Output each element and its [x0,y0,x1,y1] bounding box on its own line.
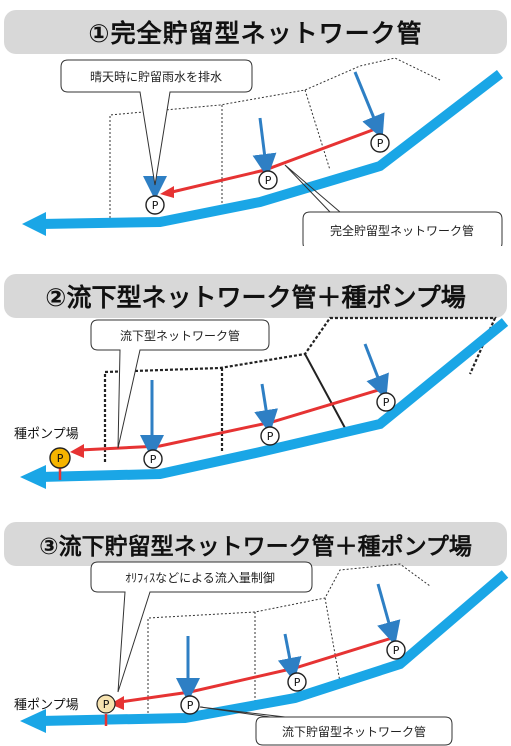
pump-p3: P [386,640,406,660]
callout-leader [284,164,341,213]
callout-bubble [90,319,270,449]
inflow-arrow [376,583,401,646]
pump-marker-label: P [187,699,194,712]
callout-bubble [60,59,253,186]
inflow-arrow [353,71,385,140]
panel-1-title: ①完全貯留型ネットワーク管 [4,10,507,54]
callout-bubble [302,211,503,246]
main-pipe [39,70,504,229]
pump-station: P [96,694,116,714]
network-pipe [79,386,386,452]
pump-station: P [49,447,71,469]
panel-3: ③流下貯留型ネットワーク管＋種ポンプ場 P P [0,512,511,746]
callout-text: 流下型ネットワーク管 [120,328,240,343]
network-pipe-arrowhead [70,444,84,458]
panel-3-diagram: P P P P 種ポンプ場 ｵﾘﾌｨｽなどによる流入量制御 流下貯留型ネットワー… [14,561,509,746]
pump-marker-label: P [383,396,390,409]
pump-marker-label: P [265,174,272,187]
inflow-arrow [252,117,277,178]
pump-marker-label: P [150,453,157,466]
pump-marker-label: P [152,199,159,212]
pump-p3: P [376,392,396,412]
catchment-divider [304,353,346,429]
main-pipe [39,570,509,726]
main-pipe-arrowhead [20,465,46,489]
panel-1-diagram: P P P 晴天時に貯留雨水を排水 完全貯留型ネットワーク管 [22,57,504,246]
network-pipe-arrowhead [110,696,124,710]
panel-2: ②流下型ネットワーク管＋種ポンプ場 P P [0,262,511,502]
callout-text: 晴天時に貯留雨水を排水 [90,70,222,84]
panel-3-title: ③流下貯留型ネットワーク管＋種ポンプ場 [4,522,507,566]
callout-leader [199,706,286,718]
pump-p2: P [258,170,278,190]
panel-1: ①完全貯留型ネットワーク管 P P [0,0,511,246]
panel-2-title: ②流下型ネットワーク管＋種ポンプ場 [4,274,507,318]
pump-station-label: 種ポンプ場 [14,697,79,713]
pump-p3: P [370,133,390,153]
pump-p1: P [180,695,200,715]
pump-p2: P [287,672,307,692]
pump-station-marker: P [57,452,64,465]
pump-marker-label: P [377,137,384,150]
callout-bubble [255,716,453,746]
panel-2-diagram: P P P P 種ポンプ場 流下型ネットワーク管 [14,316,509,489]
callout-bubble [90,561,313,693]
inflow-arrow [254,383,278,434]
inflow-arrow [277,633,302,682]
main-pipe-arrowhead [22,212,46,236]
pump-p1: P [143,449,163,469]
callout-text: 完全貯留型ネットワーク管 [330,223,474,238]
pump-marker-label: P [267,430,274,443]
callout-text: ｵﾘﾌｨｽなどによる流入量制御 [125,570,275,585]
inflow-arrow [363,343,389,400]
callout-text: 流下貯留型ネットワーク管 [282,724,426,739]
pump-station-label: 種ポンプ場 [14,426,79,442]
main-pipe-arrowhead [20,709,46,733]
pump-marker-label: P [294,676,301,689]
pump-station-marker: P [103,698,110,711]
catchment-divider [304,89,331,171]
pump-p1: P [145,195,165,215]
network-pipe-arrowhead [160,186,174,198]
network-pipe [119,636,393,704]
pump-marker-label: P [393,644,400,657]
pump-p2: P [260,426,280,446]
main-pipe [39,318,509,482]
catchment-divider [324,597,341,683]
